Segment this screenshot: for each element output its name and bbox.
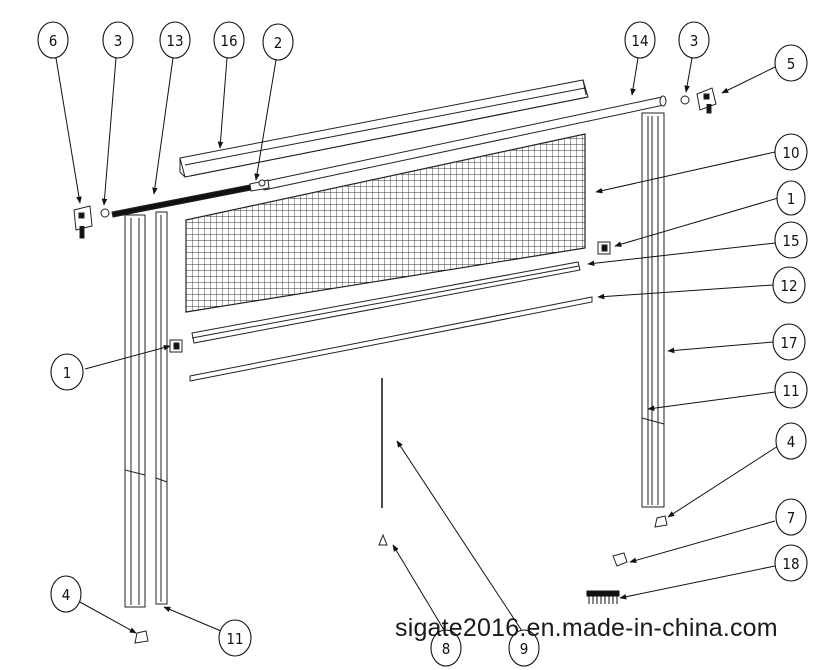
callout-label: 4: [787, 433, 796, 451]
callout-label: 7: [787, 509, 796, 527]
callout-label: 9: [520, 640, 529, 658]
callout-3b: 3: [678, 21, 710, 59]
hex-nut: [612, 552, 628, 567]
callout-11b: 11: [218, 619, 252, 657]
callout-3a: 3: [102, 21, 134, 59]
callout-12: 12: [772, 266, 806, 304]
callout-label: 5: [787, 55, 796, 73]
bottom-bar: [191, 261, 581, 344]
callout-11a: 11: [774, 371, 808, 409]
left-clip: [169, 339, 183, 353]
callout-5: 5: [774, 44, 808, 82]
right-end-cap: [680, 95, 690, 105]
callout-14: 14: [624, 21, 656, 59]
callout-label: 16: [220, 32, 237, 50]
top-cassette-box: [179, 79, 589, 178]
callout-label: 3: [690, 32, 699, 50]
callout-label: 10: [782, 144, 799, 162]
right-foot: [654, 515, 668, 528]
callout-9: 9: [508, 629, 540, 667]
callout-label: 11: [782, 382, 799, 400]
right-clip: [597, 241, 611, 255]
spring-rod: [111, 179, 270, 218]
callout-1b: 1: [50, 353, 84, 391]
callout-4b: 4: [50, 575, 82, 613]
callout-label: 1: [63, 364, 72, 382]
right-bracket: [696, 87, 717, 114]
left-side-rails: [124, 211, 168, 608]
callout-17: 17: [772, 323, 806, 361]
callout-15: 15: [774, 221, 808, 259]
callout-label: 15: [782, 232, 799, 250]
left-end-cap: [100, 208, 110, 218]
callout-label: 4: [62, 586, 71, 604]
left-foot: [134, 630, 149, 644]
callout-1a: 1: [776, 180, 806, 216]
callout-16: 16: [213, 21, 245, 59]
right-side-rail: [641, 112, 665, 508]
callout-label: 1: [787, 190, 796, 208]
callout-label: 3: [114, 32, 123, 50]
watermark-text: sigate2016.en.made-in-china.com: [395, 614, 778, 642]
mesh-screen: [185, 133, 586, 313]
callout-label: 6: [49, 32, 58, 50]
callout-label: 14: [631, 32, 648, 50]
callout-label: 18: [782, 555, 799, 573]
callout-18: 18: [774, 544, 808, 582]
callout-7: 7: [775, 498, 807, 536]
left-bracket: [73, 205, 93, 239]
callout-label: 12: [780, 277, 797, 295]
callout-label: 11: [226, 630, 243, 648]
callouts: 6 3 13 16 2 14 3 5 10 1 15 12 1 17 11 4 …: [37, 21, 808, 667]
callout-10: 10: [774, 133, 808, 171]
seal-strip: [189, 296, 593, 382]
callout-6a: 6: [37, 21, 69, 59]
callout-label: 17: [780, 334, 797, 352]
callout-label: 13: [166, 32, 183, 50]
cord-end: [378, 533, 388, 546]
leader-lines: [55, 57, 779, 634]
callout-8: 8: [430, 629, 462, 667]
callout-2: 2: [262, 23, 294, 61]
parts: [73, 79, 717, 644]
callout-4a: 4: [775, 422, 807, 460]
callout-label: 2: [274, 34, 283, 52]
callout-label: 8: [442, 640, 451, 658]
screw-set: [586, 590, 620, 604]
callout-13: 13: [159, 21, 191, 59]
